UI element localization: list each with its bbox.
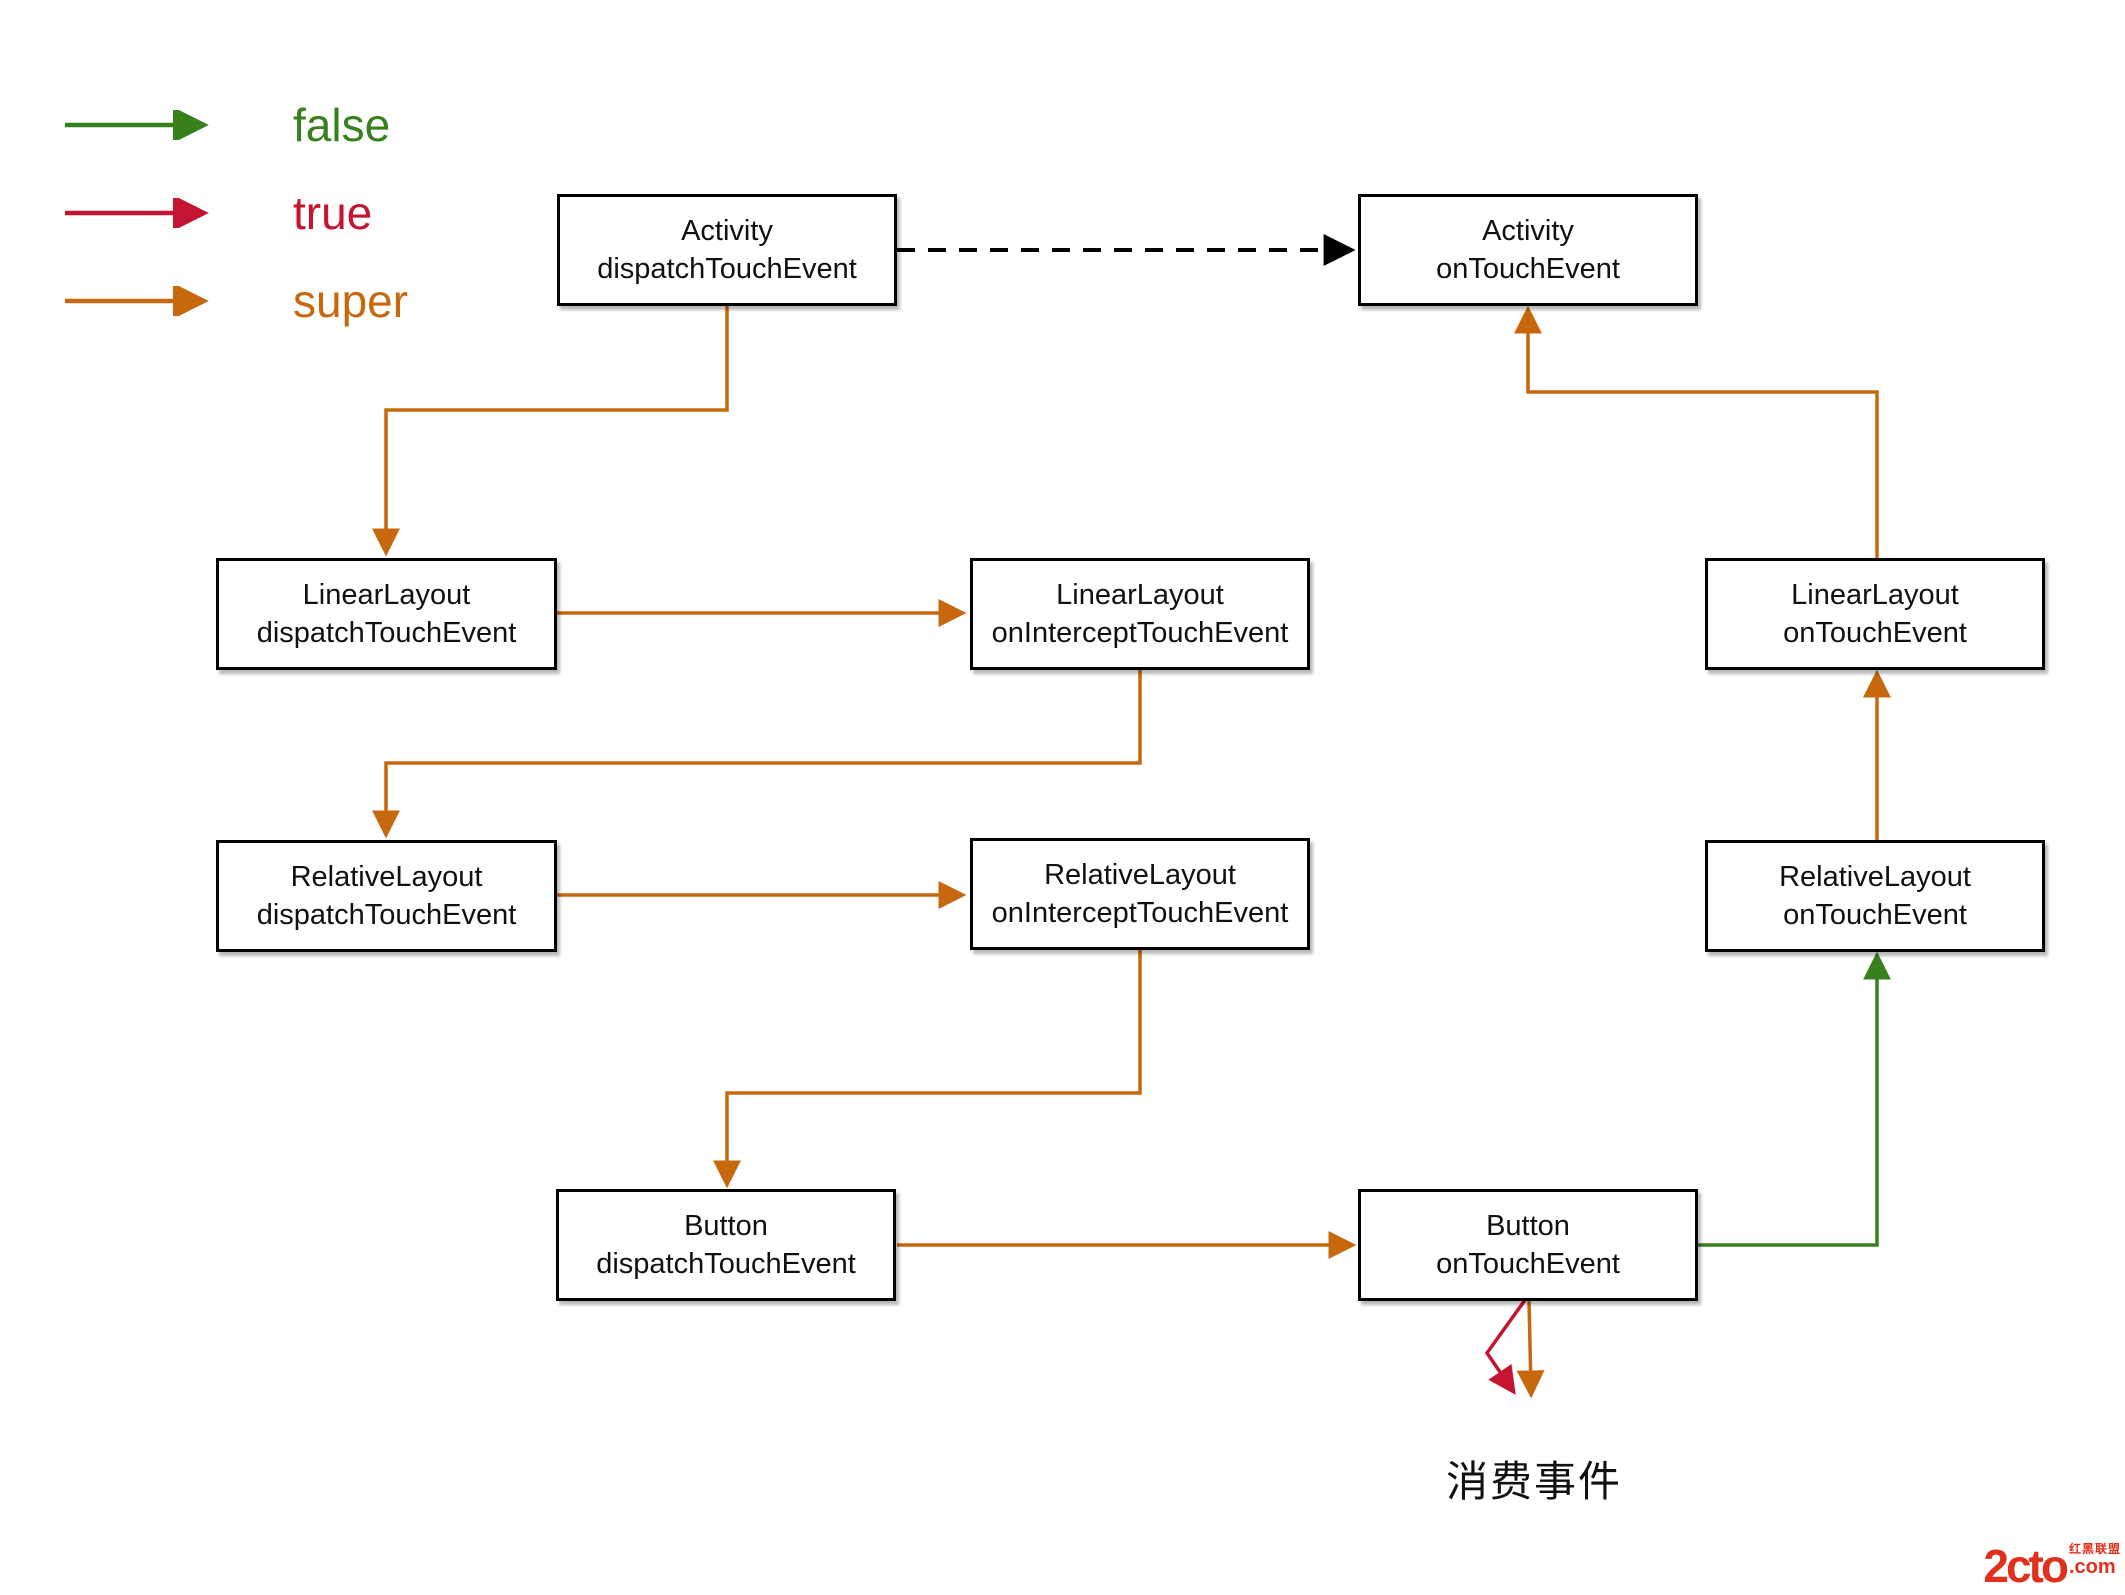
legend-item-false: false [62, 96, 408, 154]
node-relativelayout-ontouchevent: RelativeLayout onTouchEvent [1705, 840, 2045, 952]
node-class-label: Activity [1482, 215, 1574, 247]
legend-label-super: super [293, 275, 409, 327]
node-linearlayout-onintercepttouchevent: LinearLayout onInterceptTouchEvent [970, 558, 1310, 670]
node-class-label: RelativeLayout [1044, 859, 1236, 891]
site-watermark: 2cto 红黑联盟 .com [1983, 1543, 2121, 1589]
watermark-right-block: 红黑联盟 .com [2069, 1543, 2121, 1577]
watermark-suffix: .com [2068, 1556, 2116, 1578]
node-button-dispatchtouchevent: Button dispatchTouchEvent [556, 1189, 896, 1301]
node-method-label: dispatchTouchEvent [256, 899, 517, 931]
consume-event-label: 消费事件 [1445, 1458, 1622, 1505]
false-arrow-icon [65, 110, 209, 140]
node-relativelayout-dispatchtouchevent: RelativeLayout dispatchTouchEvent [216, 840, 557, 952]
true-arrow-icon [65, 198, 209, 228]
super-arrow-icon [65, 286, 209, 316]
edge-linearlayout-ontouch-to-activity-ontouch [1514, 305, 1879, 558]
legend-label-true: true [293, 187, 373, 239]
node-method-label: onTouchEvent [1783, 617, 1967, 649]
node-class-label: LinearLayout [1056, 579, 1224, 611]
node-button-ontouchevent: Button onTouchEvent [1358, 1189, 1698, 1301]
node-class-label: RelativeLayout [290, 861, 483, 893]
node-method-label: onInterceptTouchEvent [991, 897, 1289, 929]
node-class-label: Button [1486, 1210, 1570, 1242]
edge-activity-dispatch-to-linearlayout-dispatch [372, 306, 729, 557]
node-linearlayout-ontouchevent: LinearLayout onTouchEvent [1705, 558, 2045, 670]
node-method-label: dispatchTouchEvent [256, 617, 517, 649]
node-activity-dispatchtouchevent: Activity dispatchTouchEvent [557, 194, 897, 306]
legend: false true super [62, 96, 408, 360]
legend-label-false: false [293, 99, 391, 151]
node-method-label: dispatchTouchEvent [597, 253, 857, 285]
node-method-label: onTouchEvent [1783, 899, 1967, 931]
edge-linearlayout-onintercept-to-relativelayout-dispatch [372, 670, 1142, 839]
node-class-label: RelativeLayout [1779, 861, 1971, 893]
watermark-tagline: 红黑联盟 [2068, 1542, 2121, 1556]
node-class-label: Button [684, 1210, 768, 1242]
node-class-label: Activity [681, 215, 773, 247]
edge-button-ontouch-to-relativelayout-ontouch [1698, 951, 1891, 1247]
node-relativelayout-onintercepttouchevent: RelativeLayout onInterceptTouchEvent [970, 838, 1310, 950]
legend-item-super: super [62, 272, 408, 330]
edge-relativelayout-onintercept-to-button-dispatch [713, 950, 1142, 1189]
edge-button-ontouch-consume-super [1516, 1299, 1545, 1399]
node-activity-ontouchevent: Activity onTouchEvent [1358, 194, 1698, 306]
node-linearlayout-dispatchtouchevent: LinearLayout dispatchTouchEvent [216, 558, 557, 670]
node-method-label: onInterceptTouchEvent [991, 617, 1289, 649]
edge-button-ontouch-consume-true [1484, 1298, 1527, 1395]
node-method-label: dispatchTouchEvent [596, 1248, 856, 1280]
node-method-label: onTouchEvent [1436, 253, 1620, 285]
watermark-logo-text: 2cto [1983, 1540, 2069, 1592]
node-method-label: onTouchEvent [1436, 1248, 1620, 1280]
legend-item-true: true [62, 184, 408, 242]
node-class-label: LinearLayout [1791, 579, 1959, 611]
node-class-label: LinearLayout [302, 579, 471, 611]
